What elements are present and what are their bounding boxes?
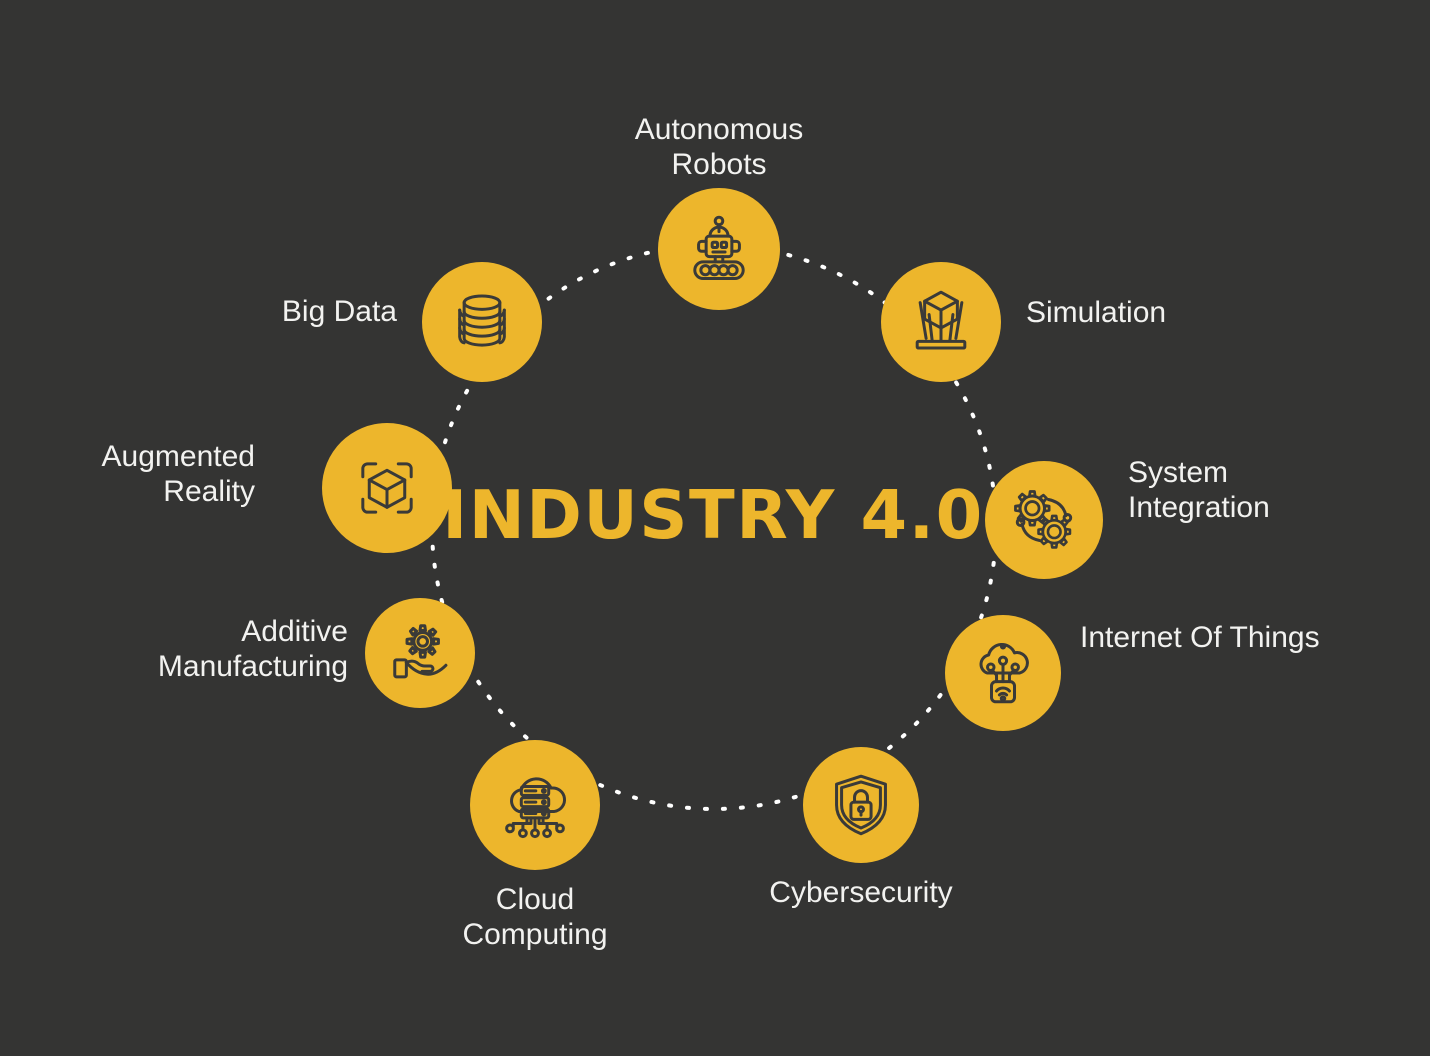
cloud-wifi-device-icon (979, 643, 1029, 704)
shield-lock-icon (835, 774, 887, 836)
node-label-cloud-computing: Cloud Computing (462, 883, 608, 952)
database-stack-icon (458, 294, 506, 347)
node-label-additive-manufacturing: Additive Manufacturing (157, 615, 348, 684)
node-label-system-integration: System Integration (1128, 456, 1270, 525)
gears-network-icon (1014, 490, 1073, 549)
node-additive-manufacturing[interactable] (365, 598, 475, 708)
hologram-cube-icon (915, 290, 967, 350)
node-simulation[interactable] (881, 262, 1001, 382)
node-circle-cloud-computing[interactable] (470, 740, 600, 870)
node-autonomous-robots[interactable] (658, 188, 780, 310)
node-augmented-reality[interactable] (322, 423, 452, 553)
node-circle-autonomous-robots[interactable] (658, 188, 780, 310)
page-title: INDUSTRY 4.0 (442, 476, 984, 554)
node-internet-of-things[interactable] (945, 615, 1061, 731)
node-cybersecurity[interactable] (803, 747, 919, 863)
node-circle-big-data[interactable] (422, 262, 542, 382)
node-label-augmented-reality: Augmented Reality (101, 440, 255, 509)
node-circle-cybersecurity[interactable] (803, 747, 919, 863)
node-label-internet-of-things: Internet Of Things (1080, 621, 1320, 654)
node-cloud-computing[interactable] (470, 740, 600, 870)
node-label-big-data: Big Data (281, 295, 397, 328)
node-label-cybersecurity: Cybersecurity (769, 876, 953, 909)
node-label-autonomous-robots: Autonomous Robots (634, 113, 804, 182)
robot-icon (693, 215, 745, 281)
node-big-data[interactable] (422, 262, 542, 382)
node-label-simulation: Simulation (1026, 296, 1167, 329)
node-system-integration[interactable] (985, 461, 1103, 579)
ar-cube-scan-icon (361, 462, 413, 514)
nodes-layer (322, 188, 1103, 870)
hand-gear-icon (393, 624, 448, 679)
cloud-server-icon (505, 777, 567, 839)
